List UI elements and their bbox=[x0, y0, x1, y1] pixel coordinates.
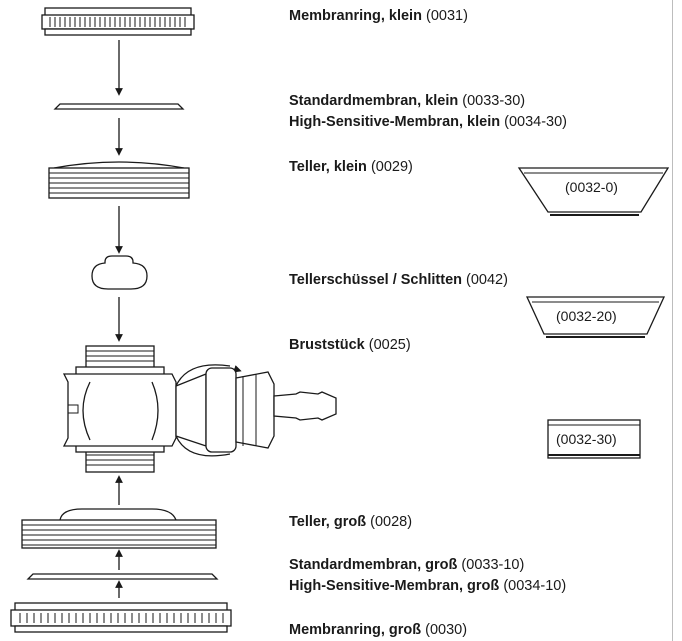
large-plate bbox=[21, 508, 217, 549]
chest-piece bbox=[62, 345, 337, 473]
large-membrane bbox=[26, 573, 219, 580]
large-membrane-ring bbox=[10, 602, 232, 633]
part-label-plate-large: Teller, groß (0028) bbox=[289, 514, 413, 530]
part-label-plate-small: Teller, klein (0029) bbox=[289, 159, 413, 175]
alternative-code-0032-30: (0032-30) bbox=[556, 431, 617, 447]
alternative-code-0032-0: (0032-0) bbox=[565, 179, 618, 195]
part-label-hs-membrane-small: High-Sensitive-Membran, klein (0034-30) bbox=[289, 114, 568, 130]
part-label-standard-membrane-large: Standardmembran, groß (0033-10) bbox=[289, 557, 525, 573]
small-membrane bbox=[53, 103, 185, 110]
alternative-code-0032-20: (0032-20) bbox=[556, 308, 617, 324]
part-label-membrane-ring-small: Membranring, klein (0031) bbox=[289, 8, 468, 24]
page-edge-rule bbox=[672, 0, 673, 641]
alternative-bowl-0032-0 bbox=[517, 167, 670, 216]
small-plate bbox=[48, 161, 190, 199]
part-label-plate-bowl-slider: Tellerschüssel / Schlitten (0042) bbox=[289, 272, 508, 288]
small-membrane-ring bbox=[41, 7, 195, 36]
alternative-bowl-0032-20 bbox=[525, 296, 666, 338]
plate-bowl-slider bbox=[91, 255, 148, 290]
part-label-chest-piece: Bruststück (0025) bbox=[289, 337, 411, 353]
part-label-membrane-ring-large: Membranring, groß (0030) bbox=[289, 622, 468, 638]
alternative-disc-0032-30 bbox=[547, 419, 641, 459]
part-label-hs-membrane-large: High-Sensitive-Membran, groß (0034-10) bbox=[289, 578, 567, 594]
part-label-standard-membrane-small: Standardmembran, klein (0033-30) bbox=[289, 93, 526, 109]
